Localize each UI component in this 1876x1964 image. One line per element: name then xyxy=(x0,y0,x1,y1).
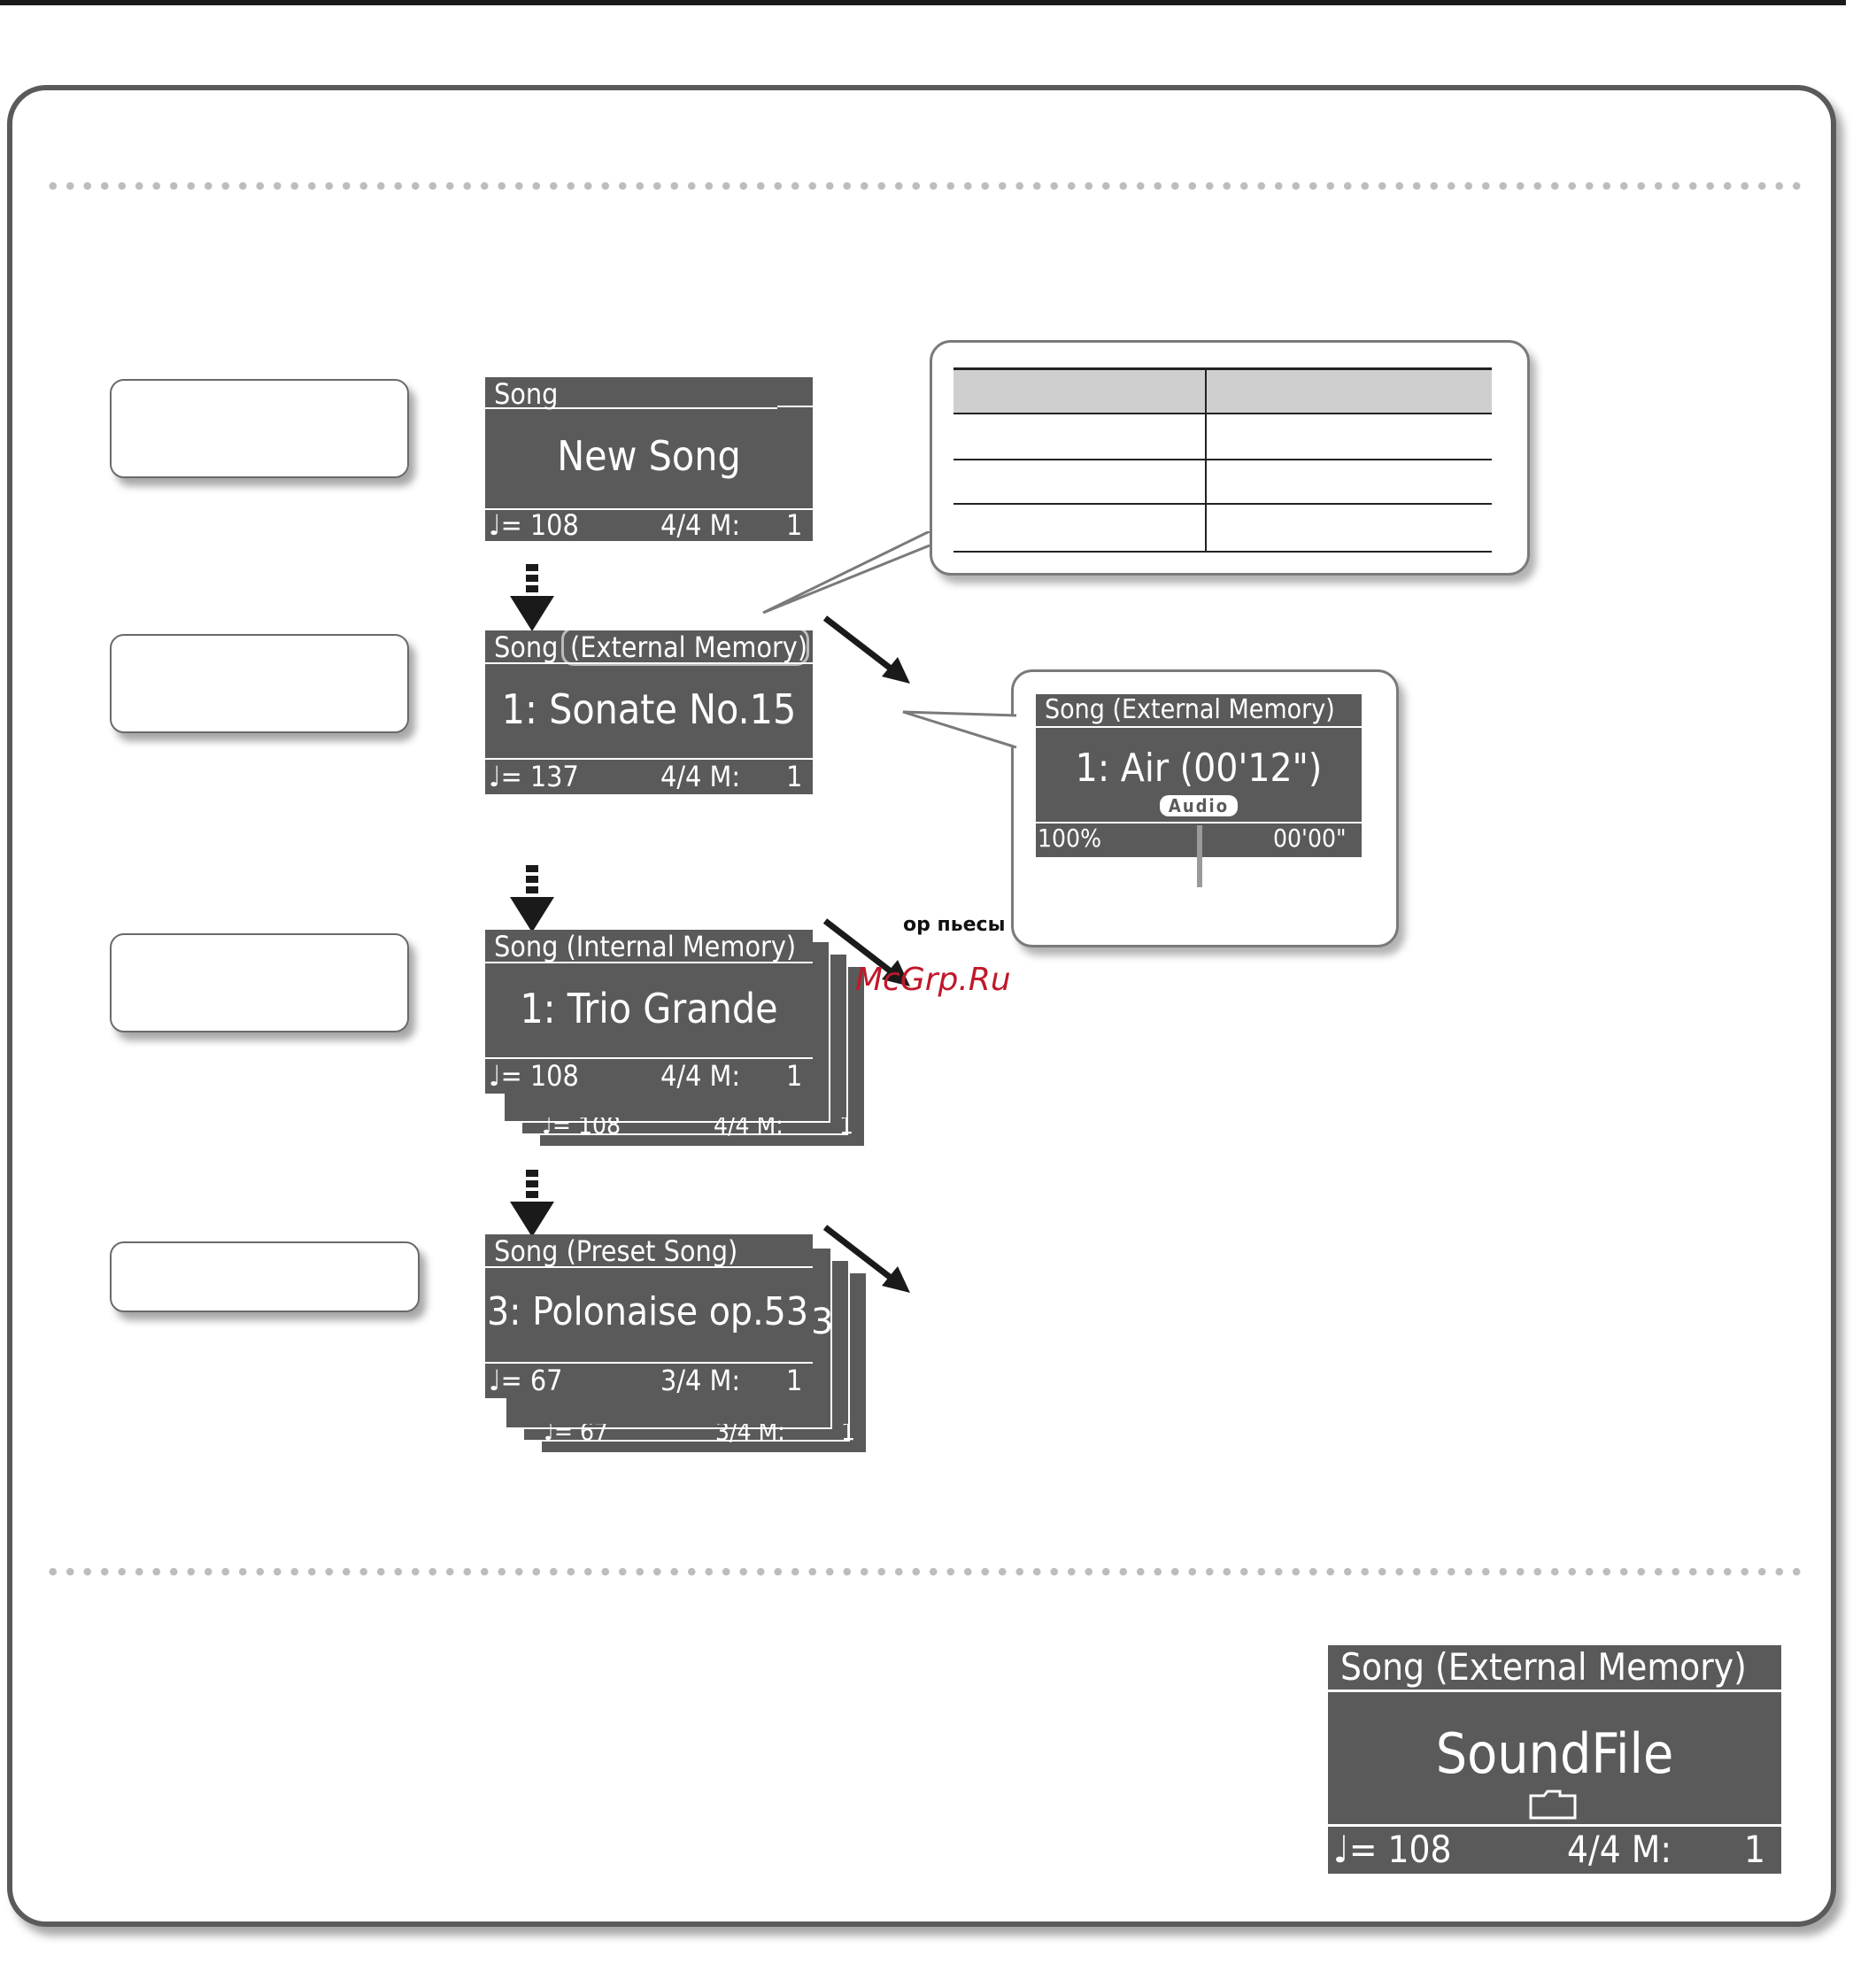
diagonal-arrow-icon xyxy=(822,918,910,986)
lcd-header-left: Song xyxy=(494,630,559,664)
lcd-stack-footer: ♩= 108 4/4 M: 1 xyxy=(538,1117,866,1148)
lcd-tempo: ♩= 108 xyxy=(489,508,579,541)
lcd-measure: 1 xyxy=(786,1364,803,1397)
lcd-volume: 100% xyxy=(1038,823,1102,853)
lcd-new-song: Song New Song ♩= 108 4/4 M: 1 xyxy=(485,377,813,541)
info-table xyxy=(953,367,1492,553)
lcd-meter: 4/4 M: xyxy=(660,1059,741,1093)
lcd-time: 00'00" xyxy=(1273,823,1347,853)
lcd-measure: 1 xyxy=(786,1059,803,1093)
down-arrow-icon xyxy=(510,865,554,932)
step-box-4 xyxy=(110,1241,420,1312)
lcd-tempo: ♩= 137 xyxy=(489,760,579,793)
lcd-meter: 4/4 M: xyxy=(660,508,741,541)
lcd-meter: 3/4 M: xyxy=(660,1364,741,1397)
top-rule xyxy=(0,0,1846,5)
dotted-divider-bottom xyxy=(44,1567,1806,1576)
step-box-2 xyxy=(110,634,409,733)
table-callout xyxy=(930,340,1530,576)
callout-pointer xyxy=(902,710,1017,749)
step-box-1 xyxy=(110,379,409,478)
lcd-stack-digit: 3 xyxy=(811,1302,834,1342)
lcd-meter: 4/4 M: xyxy=(1567,1828,1672,1871)
highlight-ring xyxy=(561,630,809,666)
watermark: McGrp.Ru xyxy=(855,962,1011,998)
lcd-stack-footer: ♩= 67 3/4 M: 1 xyxy=(540,1424,868,1454)
lcd-title: 1: Sonate No.15 xyxy=(501,685,797,733)
lcd-header: Song xyxy=(494,377,559,411)
lcd-measure: 1 xyxy=(786,760,803,793)
lcd-internal-memory: Song (Internal Memory) 1: Trio Grande ♩=… xyxy=(485,930,813,1094)
lcd-tempo: ♩= 108 xyxy=(489,1059,579,1093)
lcd-meter: 4/4 M: xyxy=(660,760,741,793)
lcd-title: 1: Trio Grande xyxy=(520,985,778,1032)
position-marker xyxy=(1197,825,1202,887)
step-box-3 xyxy=(110,933,409,1032)
audio-badge: Audio xyxy=(1160,795,1238,816)
down-arrow-icon xyxy=(510,564,554,631)
note-text: ор пьесы xyxy=(903,914,1006,936)
diagonal-arrow-icon xyxy=(822,615,910,684)
dotted-divider-top xyxy=(44,182,1806,190)
lcd-header: Song (Preset Song) xyxy=(494,1234,738,1268)
lcd-stack-measure: 1 xyxy=(841,1424,856,1446)
lcd-measure: 1 xyxy=(786,508,803,541)
lcd-stack-meter: 3/4 M: xyxy=(715,1424,785,1446)
callout-pointer xyxy=(762,531,930,615)
diagonal-arrow-icon xyxy=(822,1225,910,1293)
lcd-header-right: (External Memory) xyxy=(570,630,808,664)
lcd-header: Song (External Memory) xyxy=(1340,1645,1747,1689)
lcd-header: Song (Internal Memory) xyxy=(494,930,797,963)
lcd-title: New Song xyxy=(557,432,741,480)
lcd-stack-tempo: ♩= 108 xyxy=(542,1117,621,1140)
lcd-stack-measure: 1 xyxy=(839,1117,854,1140)
lcd-title: 3: Polonaise op.53 xyxy=(487,1289,808,1334)
lcd-title: SoundFile xyxy=(1435,1721,1674,1786)
lcd-external-memory: Song (External Memory) 1: Sonate No.15 ♩… xyxy=(485,630,813,794)
down-arrow-icon xyxy=(510,1170,554,1237)
lcd-stack-tempo: ♩= 67 xyxy=(544,1424,609,1446)
lcd-stack-meter: 4/4 M: xyxy=(714,1117,784,1140)
lcd-title: 1: Air (00'12") xyxy=(1075,746,1323,791)
lcd-preset-song: Song (Preset Song) 3: Polonaise op.53 ♩=… xyxy=(485,1234,813,1398)
lcd-measure: 1 xyxy=(1744,1828,1766,1871)
folder-icon xyxy=(1529,1790,1577,1820)
lcd-tempo: ♩= 67 xyxy=(489,1364,563,1397)
lcd-header: Song (External Memory) xyxy=(1045,694,1335,725)
lcd-tempo: ♩= 108 xyxy=(1333,1828,1452,1871)
lcd-soundfile: Song (External Memory) SoundFile ♩= 108 … xyxy=(1328,1645,1781,1874)
